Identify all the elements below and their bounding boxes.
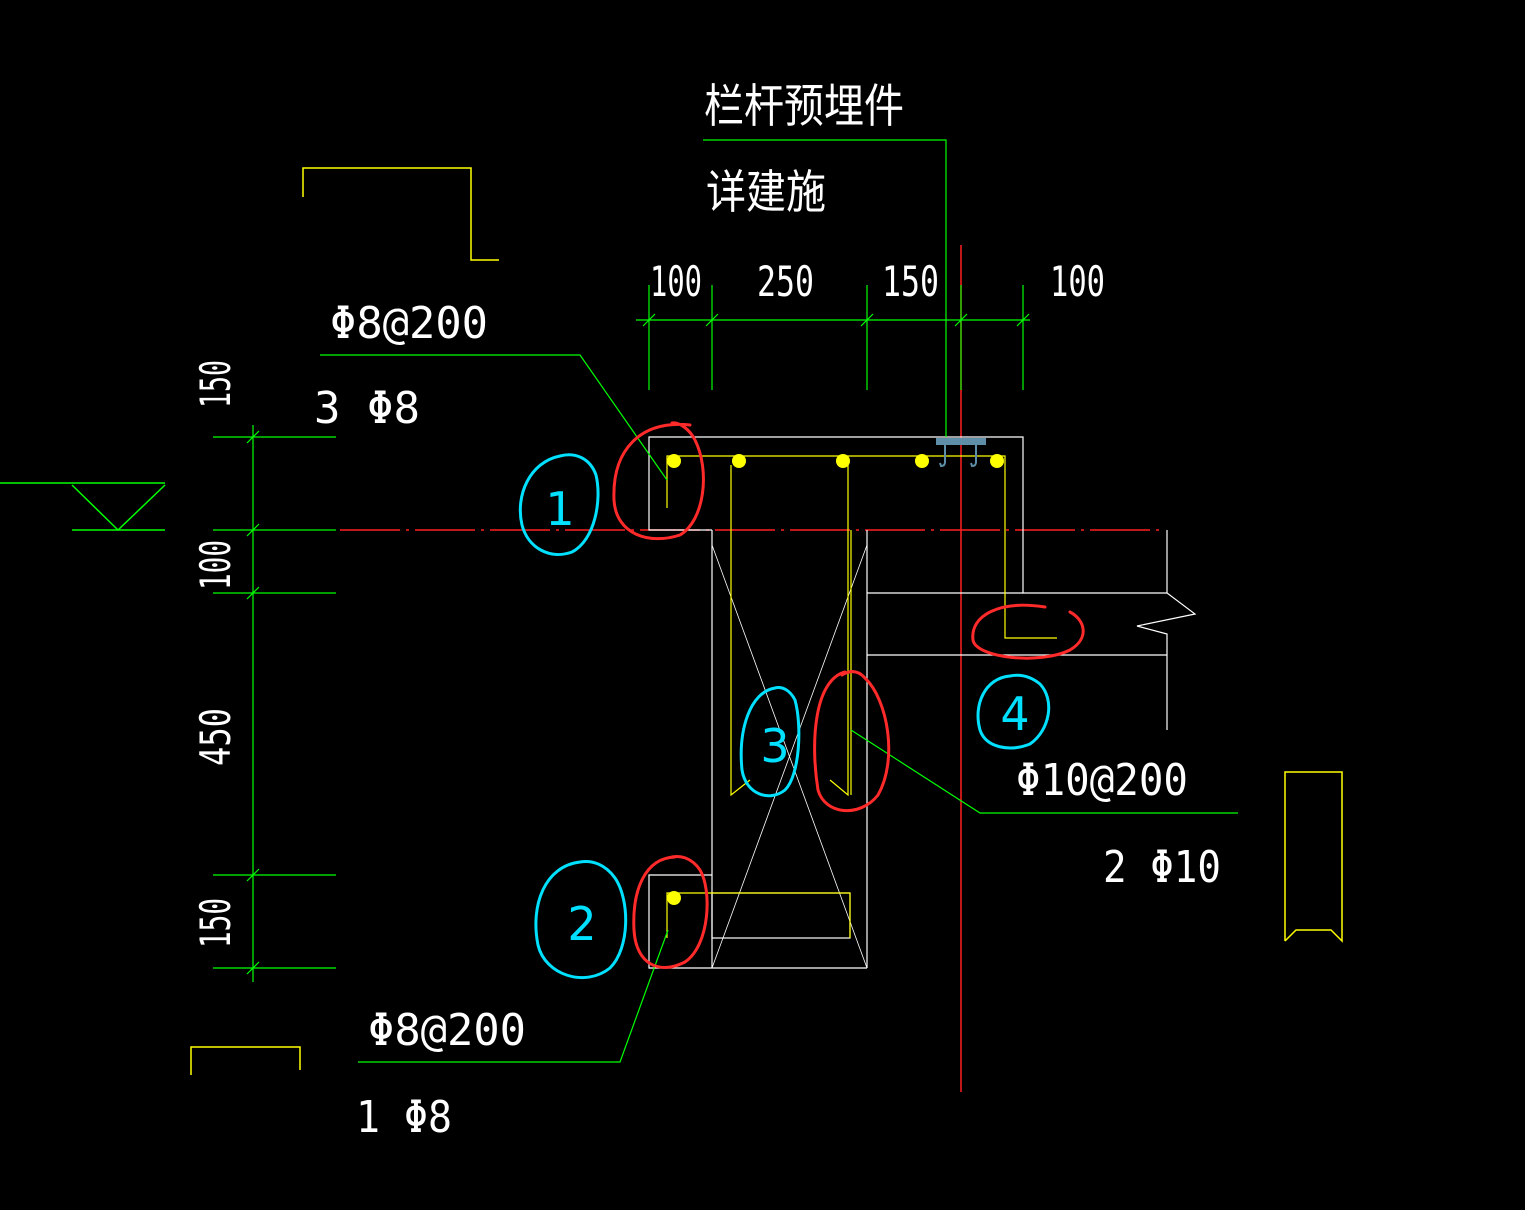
marker-number-1: 1 [545,482,574,536]
highlight-web [813,670,891,812]
embed-anchor-right [970,445,977,468]
dim-left-4: 150 [191,898,240,948]
highlight-bottom-left [632,855,709,969]
tick [705,313,719,327]
top-rebar-spec: Φ8@200 [330,298,488,349]
embed-plate [936,438,986,468]
bottom-stirrup [666,892,851,938]
beam-outline [648,436,1167,594]
marker-numbers: 1 2 3 4 [545,482,1029,951]
highlight-top-left [612,421,705,541]
tick [246,868,260,882]
marker-number-4: 4 [1000,687,1029,741]
right-rebar-count: 2 Φ10 [1103,842,1221,893]
dim-top-3: 150 [882,257,939,306]
bottom-flange-outline [648,874,867,969]
right-rebar-spec: Φ10@200 [1016,755,1188,806]
bottom-rebar-leader [358,929,669,1063]
rebar-dot [667,454,681,468]
left-dimension-texts: 150 100 450 150 [191,360,240,948]
embed-plate-bar [936,438,986,445]
embed-title: 栏杆预埋件 [704,79,904,133]
section-symbols [190,167,1343,1075]
highlight-slab [971,603,1085,660]
tick [860,313,874,327]
web-stirrup-right [829,465,849,797]
rebar-dot [990,454,1004,468]
section-mark-bottom [190,1046,301,1075]
top-dimension-texts: 100 250 150 100 [650,257,1105,306]
dim-left-1: 150 [191,360,240,408]
dim-top-2: 250 [757,257,814,306]
rebar-group [666,454,1057,938]
marker-circle-4 [976,673,1051,750]
axis-lines [340,245,1165,1092]
concrete-outline [648,436,1197,969]
elevation-symbol [0,482,166,532]
tick [246,430,260,444]
top-rebar-count: 3 Φ8 [314,383,420,434]
tick [1016,313,1030,327]
bottom-rebar-dot [667,891,681,905]
bottom-rebar-spec: Φ8@200 [368,1005,526,1056]
dim-left-2: 100 [191,540,240,590]
rebar-dot [732,454,746,468]
right-rebar-leader [850,729,1238,814]
tick [246,523,260,537]
section-mark-right [1284,771,1343,943]
tick [246,586,260,600]
cyan-markers [518,453,1051,979]
top-rebar-dots [667,454,1004,468]
elevation-triangle [71,484,166,532]
section-mark-top [302,167,499,261]
void-cross-2 [711,544,868,969]
bottom-rebar-count: 1 Φ8 [356,1092,452,1143]
dim-top-4: 100 [1050,257,1105,306]
top-stirrup [666,455,1057,639]
break-line-symbol [1136,530,1197,730]
red-highlights [612,421,1085,969]
marker-circle-3 [739,686,801,798]
marker-circle-1 [518,453,600,556]
embed-leader [703,139,947,437]
marker-number-3: 3 [760,719,789,773]
dim-top-1: 100 [650,257,702,306]
dim-left-3: 450 [191,708,240,766]
tick [642,313,656,327]
marker-number-2: 2 [567,897,596,951]
rebar-dot [836,454,850,468]
annotation-texts: 栏杆预埋件 详建施 Φ8@200 3 Φ8 Φ8@200 1 Φ8 Φ10@20… [314,79,1221,1143]
rebar-dot [915,454,929,468]
embed-anchor-left [939,445,946,468]
tick [954,313,968,327]
marker-circle-2 [534,860,628,979]
embed-subtitle: 详建施 [706,165,826,219]
tick [246,961,260,975]
bottom-inner-box [711,892,851,939]
web-stirrup [730,465,751,797]
dimension-lines [213,139,1238,1063]
